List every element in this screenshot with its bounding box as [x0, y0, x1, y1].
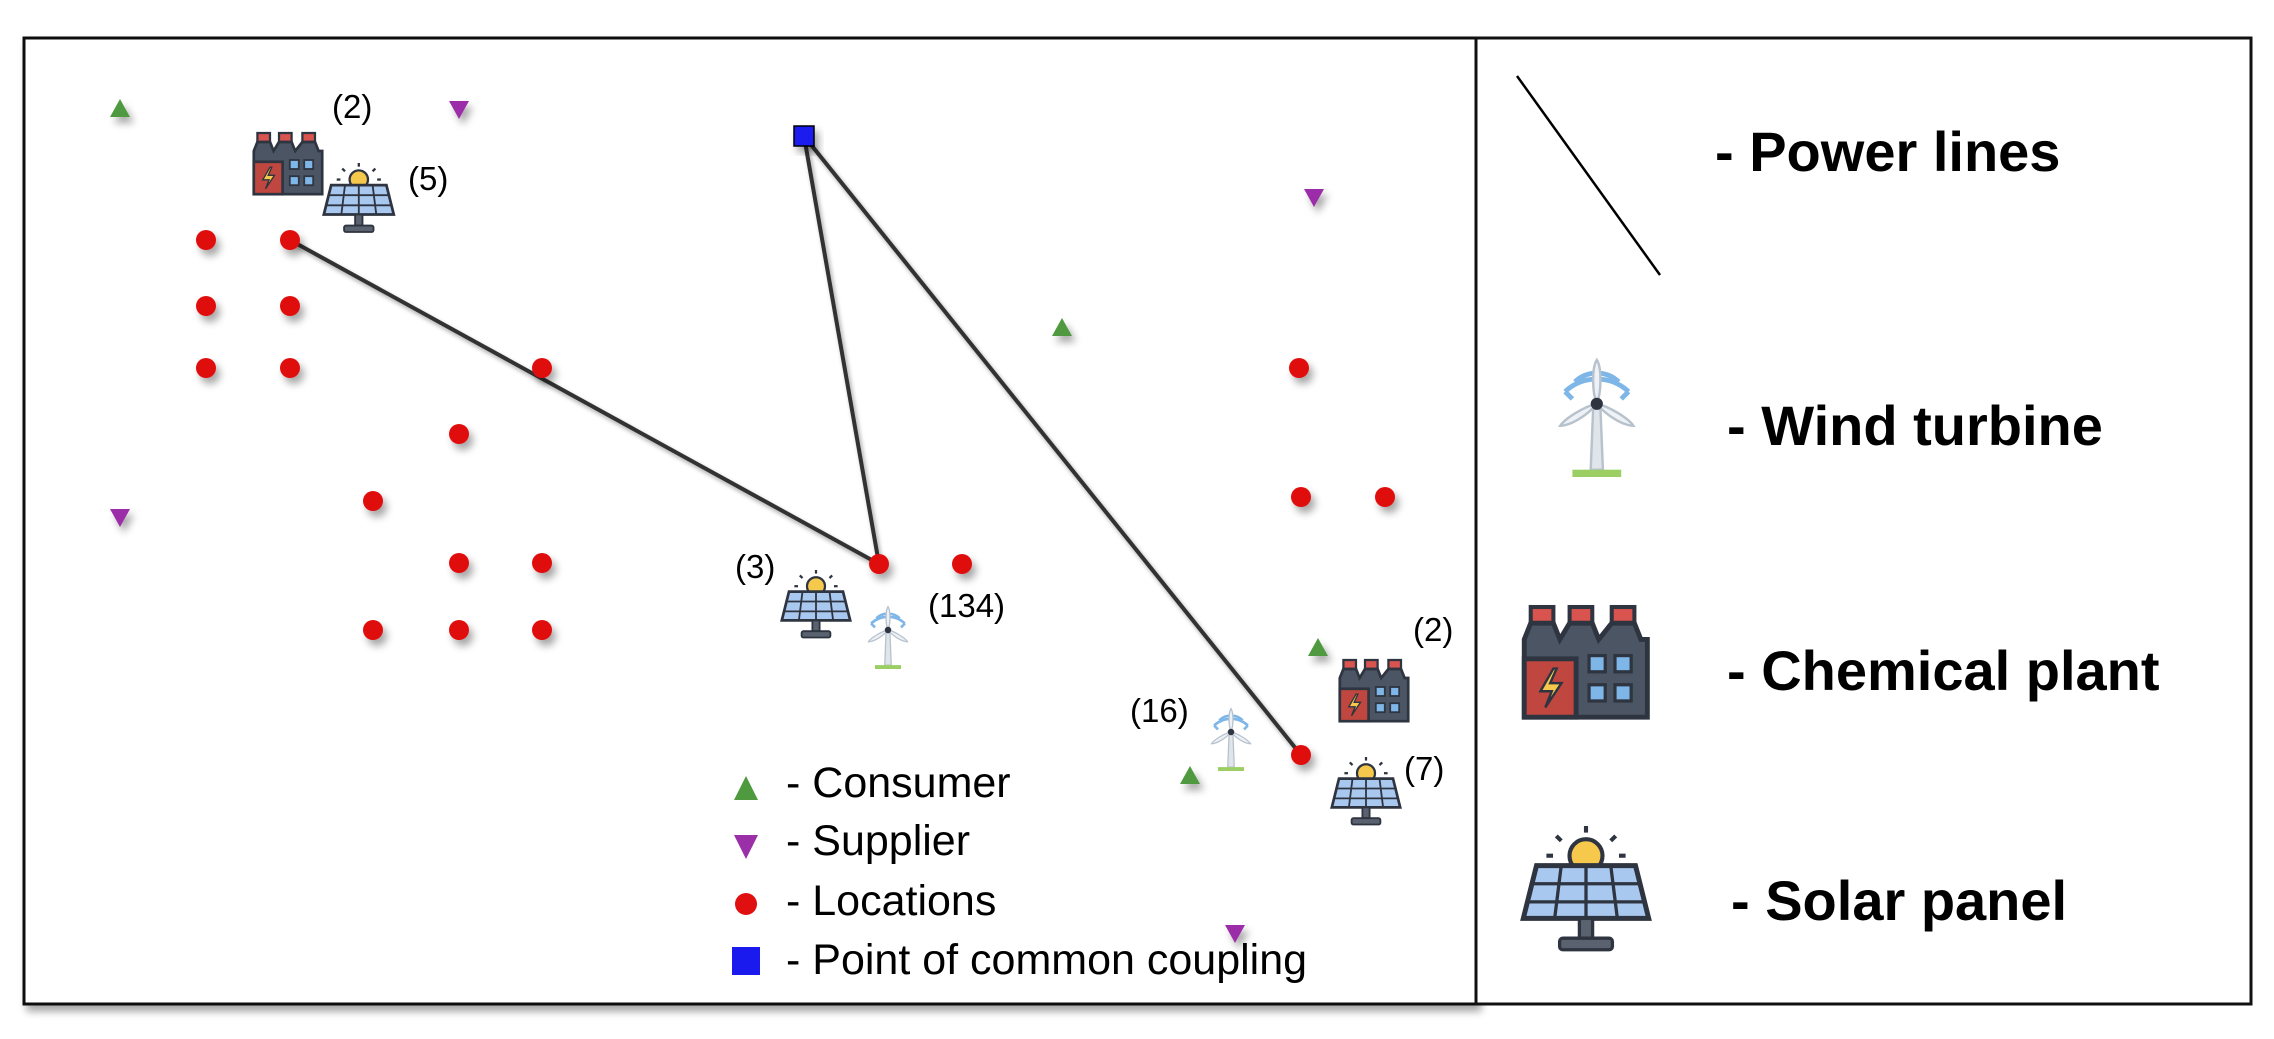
- power-line-legend-icon: [1515, 75, 1662, 276]
- supplier-marker: [1225, 925, 1245, 943]
- consumer-marker: [110, 99, 130, 117]
- location-marker: [532, 358, 552, 378]
- location-marker: [280, 296, 300, 316]
- capacity-label: (134): [928, 587, 1005, 624]
- legend-power-lines: - Power lines: [1715, 120, 2060, 183]
- capacity-label: (2): [1413, 611, 1453, 648]
- consumer-markers: [110, 99, 1328, 784]
- legend-solar-panel: - Solar panel: [1731, 869, 2067, 932]
- location-marker: [532, 553, 552, 573]
- map-panel: [22, 36, 1478, 1006]
- location-marker: [363, 620, 383, 640]
- supplier-marker: [1304, 189, 1324, 207]
- location-marker: [1375, 487, 1395, 507]
- location-legend-icon: [735, 893, 757, 915]
- location-marker: [869, 554, 889, 574]
- location-markers: [196, 230, 1395, 765]
- location-marker: [449, 424, 469, 444]
- consumer-marker: [1308, 638, 1328, 656]
- supplier-legend-icon: [734, 835, 758, 859]
- plant-icon: [1338, 658, 1410, 723]
- power-line: [802, 135, 881, 565]
- location-marker: [196, 230, 216, 250]
- capacity-label: (7): [1404, 750, 1444, 787]
- location-marker: [363, 491, 383, 511]
- capacity-label: (5): [408, 160, 448, 197]
- power-line: [289, 238, 880, 566]
- consumer-marker: [1180, 766, 1200, 784]
- location-marker: [196, 358, 216, 378]
- consumer-legend-icon: [734, 776, 758, 800]
- icon-legend: - Power lines - Wind turbine - Chemical …: [1515, 75, 2160, 950]
- chemical-plant-legend-icon: [1524, 607, 1647, 717]
- legend-chemical-plant: - Chemical plant: [1727, 639, 2160, 702]
- location-marker: [449, 553, 469, 573]
- capacity-label: (16): [1130, 692, 1189, 729]
- location-marker: [532, 620, 552, 640]
- consumer-marker: [1052, 318, 1072, 336]
- capacity-label: (2): [332, 88, 372, 125]
- location-marker: [1289, 358, 1309, 378]
- supplier-marker: [110, 509, 130, 527]
- location-marker: [952, 554, 972, 574]
- supplier-markers: [110, 101, 1324, 943]
- pcc-legend-icon: [732, 947, 760, 975]
- power-lines: [289, 134, 1303, 757]
- location-marker: [280, 358, 300, 378]
- legend-wind-turbine: - Wind turbine: [1727, 394, 2103, 457]
- location-marker: [449, 620, 469, 640]
- pcc-marker: [793, 125, 815, 147]
- capacity-label: (3): [735, 548, 775, 585]
- legend-pcc: - Point of common coupling: [786, 936, 1307, 984]
- map-legend: - Consumer - Supplier - Locations - Poin…: [732, 759, 1307, 984]
- legend-locations: - Locations: [786, 877, 996, 925]
- legend-supplier: - Supplier: [786, 817, 970, 865]
- location-marker: [1291, 487, 1311, 507]
- location-marker: [280, 230, 300, 250]
- location-marker: [196, 296, 216, 316]
- supplier-marker: [449, 101, 469, 119]
- legend-consumer: - Consumer: [786, 759, 1011, 807]
- location-marker: [1291, 745, 1311, 765]
- plant-icon: [252, 131, 324, 196]
- power-line: [802, 134, 1303, 757]
